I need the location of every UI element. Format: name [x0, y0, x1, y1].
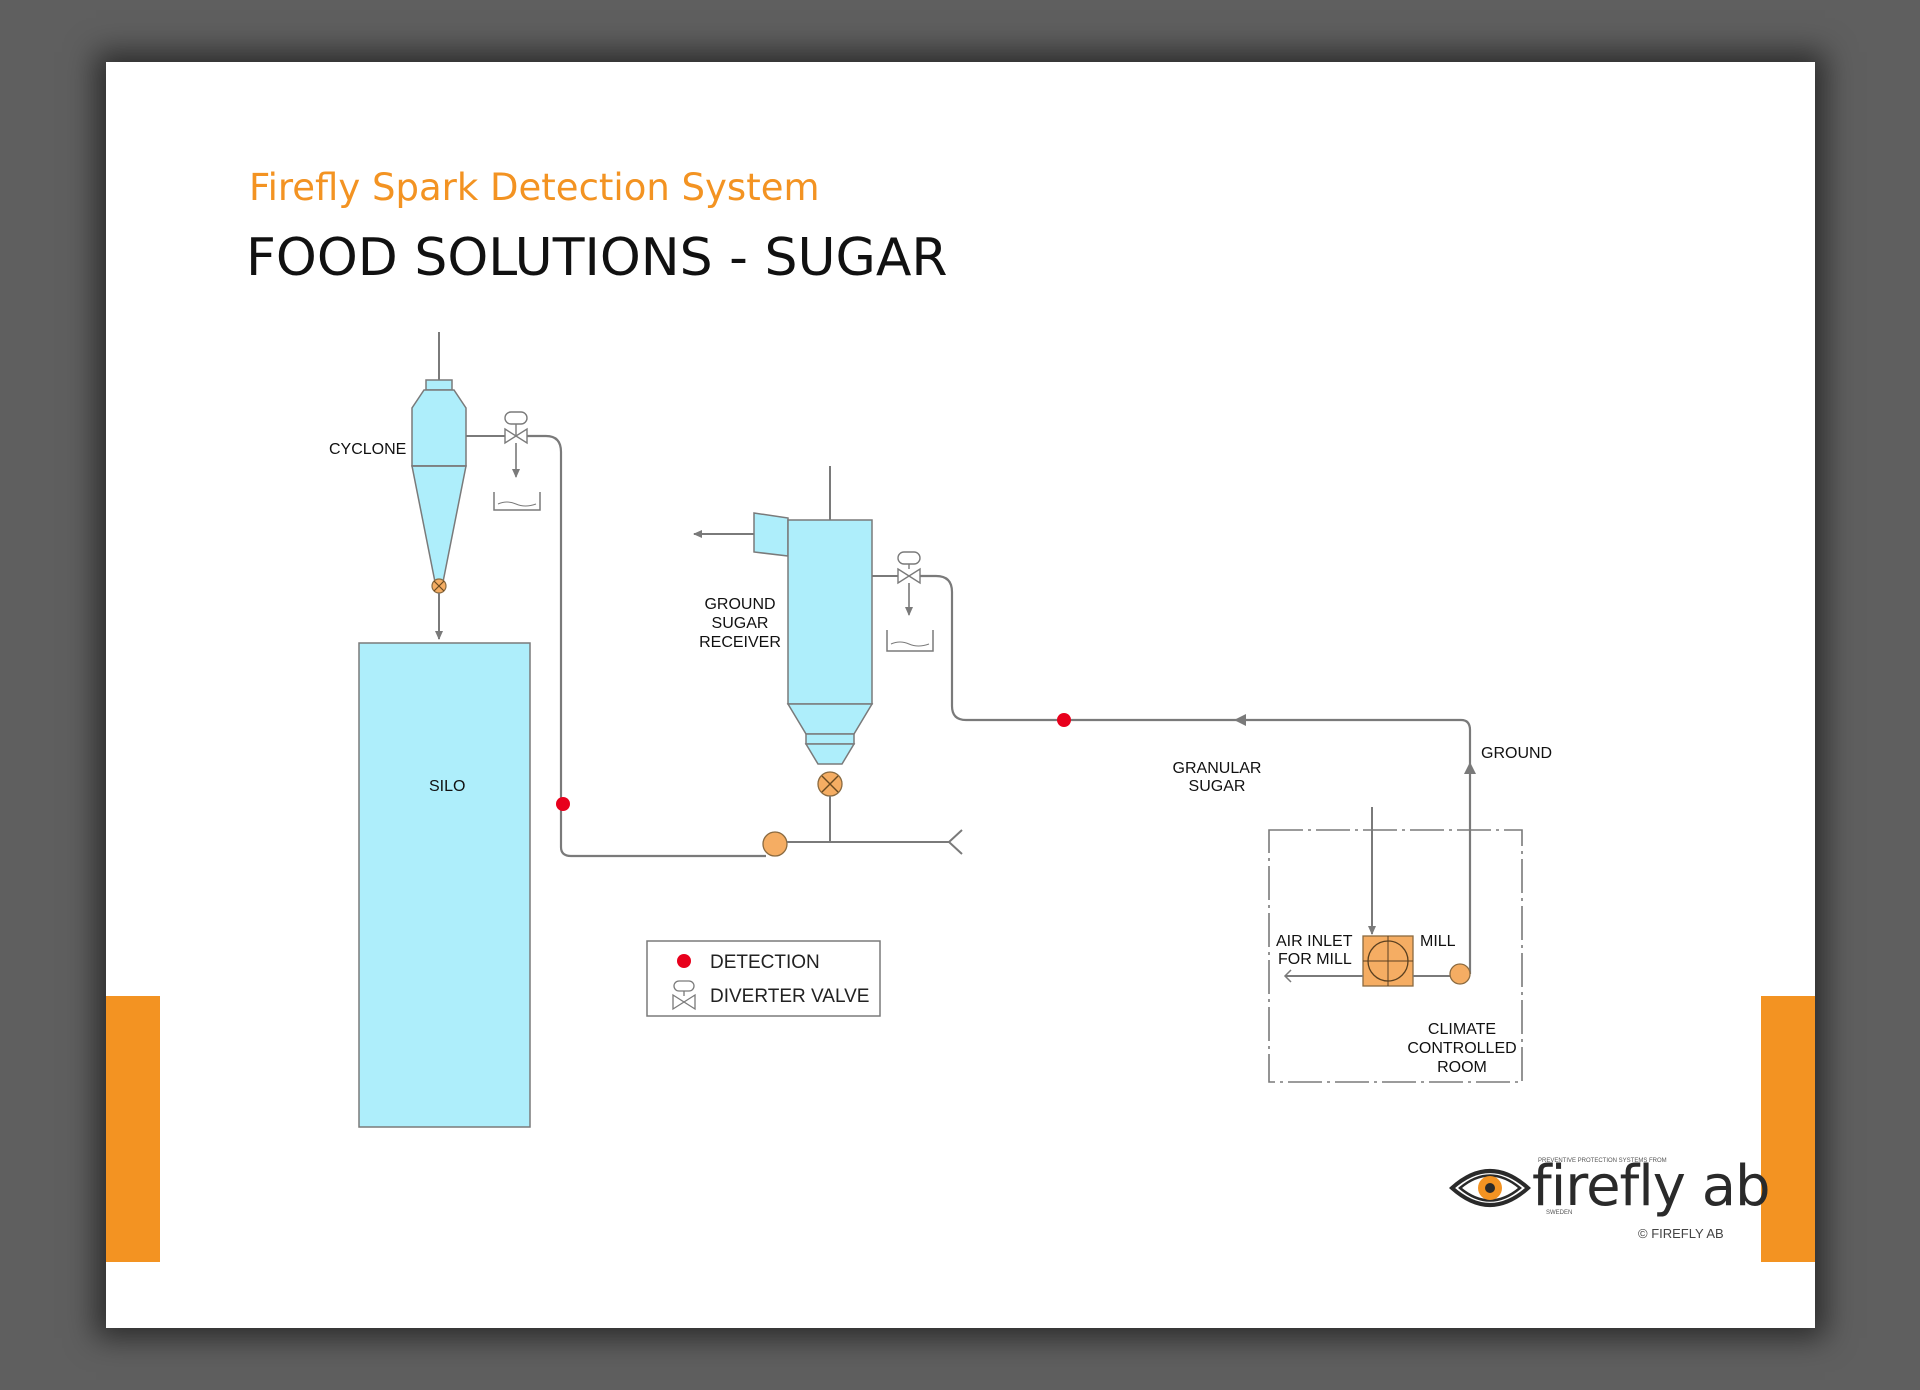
- legend: DETECTION DIVERTER VALVE: [646, 940, 881, 1017]
- logo-name: firefly ab: [1532, 1154, 1770, 1219]
- detection-point: [556, 797, 570, 811]
- logo-tagline: PREVENTIVE PROTECTION SYSTEMS FROM: [1538, 1158, 1667, 1164]
- receiver-label-line1: GROUND: [704, 596, 775, 613]
- climate-controlled-room: [1268, 829, 1523, 1083]
- receiver-label-line3: RECEIVER: [699, 634, 781, 651]
- legend-detection-icon: [677, 954, 691, 968]
- legend-diverter-valve-icon: [672, 980, 696, 1011]
- mill: [1362, 935, 1414, 987]
- mill-label: MILL: [1420, 933, 1456, 950]
- process-diagram: CYCLONE SILO: [329, 332, 1771, 1241]
- rotary-valve-icon: [817, 771, 843, 797]
- ground-sugar-receiver: [693, 466, 874, 765]
- eye-icon: [1448, 1169, 1532, 1207]
- diverter-valve-icon: [493, 411, 541, 511]
- ground-label: GROUND: [1481, 745, 1552, 762]
- climate-label-line2: CONTROLLED: [1407, 1040, 1516, 1057]
- cyclone: [411, 332, 467, 583]
- climate-label-line3: ROOM: [1437, 1059, 1487, 1076]
- mill-fan-icon: [1449, 963, 1471, 985]
- slide-subtitle: Firefly Spark Detection System: [249, 166, 820, 209]
- copyright-text: © FIREFLY AB: [1638, 1226, 1724, 1241]
- diverter-valve-icon: [886, 551, 934, 652]
- rotary-valve-icon: [431, 578, 447, 594]
- logo-country: SWEDEN: [1546, 1210, 1572, 1216]
- climate-label-line1: CLIMATE: [1428, 1021, 1496, 1038]
- air-inlet-label-line2: FOR MILL: [1278, 951, 1352, 968]
- right-accent-bar: [1761, 996, 1815, 1262]
- firefly-logo: PREVENTIVE PROTECTION SYSTEMS FROM firef…: [1448, 1154, 1771, 1241]
- silo-label: SILO: [429, 778, 465, 795]
- detection-point: [1057, 713, 1071, 727]
- cyclone-label: CYCLONE: [329, 441, 406, 458]
- granular-label-line2: SUGAR: [1189, 778, 1246, 795]
- receiver-label-line2: SUGAR: [712, 615, 769, 632]
- air-inlet-label-line1: AIR INLET: [1276, 933, 1353, 950]
- slide-title: FOOD SOLUTIONS - SUGAR: [246, 228, 948, 288]
- legend-detection-label: DETECTION: [710, 952, 820, 973]
- legend-diverter-label: DIVERTER VALVE: [710, 986, 869, 1007]
- granular-label-line1: GRANULAR: [1173, 760, 1262, 777]
- silo: [358, 642, 531, 1128]
- blower-icon: [762, 831, 788, 857]
- left-accent-bar: [106, 996, 160, 1262]
- slide: Firefly Spark Detection System FOOD SOLU…: [106, 62, 1815, 1328]
